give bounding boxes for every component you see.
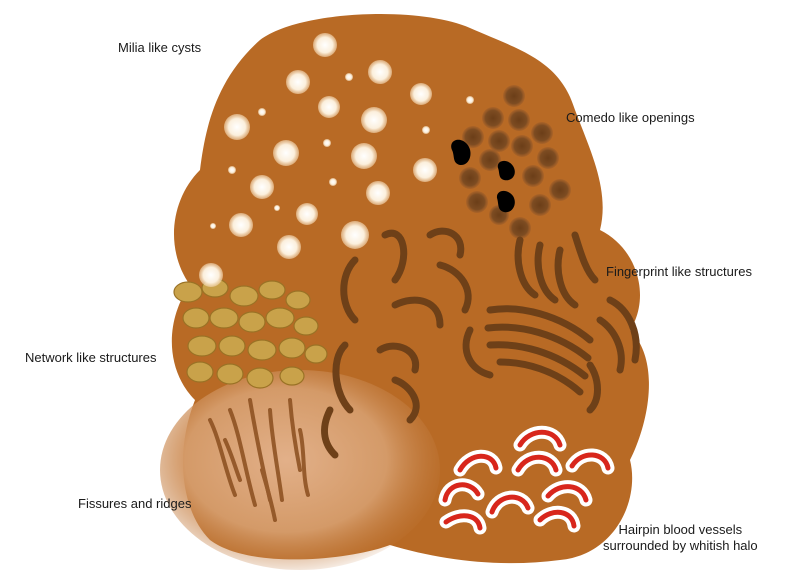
label-hairpin-line-1: Hairpin blood vessels	[603, 522, 758, 538]
label-network-like-structures: Network like structures	[25, 350, 156, 366]
label-fingerprint-like-structures: Fingerprint like structures	[606, 264, 752, 280]
label-milia-like-cysts: Milia like cysts	[118, 40, 201, 56]
label-hairpin-blood-vessels: Hairpin blood vessels surrounded by whit…	[603, 522, 758, 554]
label-comedo-like-openings: Comedo like openings	[566, 110, 695, 126]
label-fissures-and-ridges: Fissures and ridges	[78, 496, 191, 512]
label-hairpin-line-2: surrounded by whitish halo	[603, 538, 758, 554]
